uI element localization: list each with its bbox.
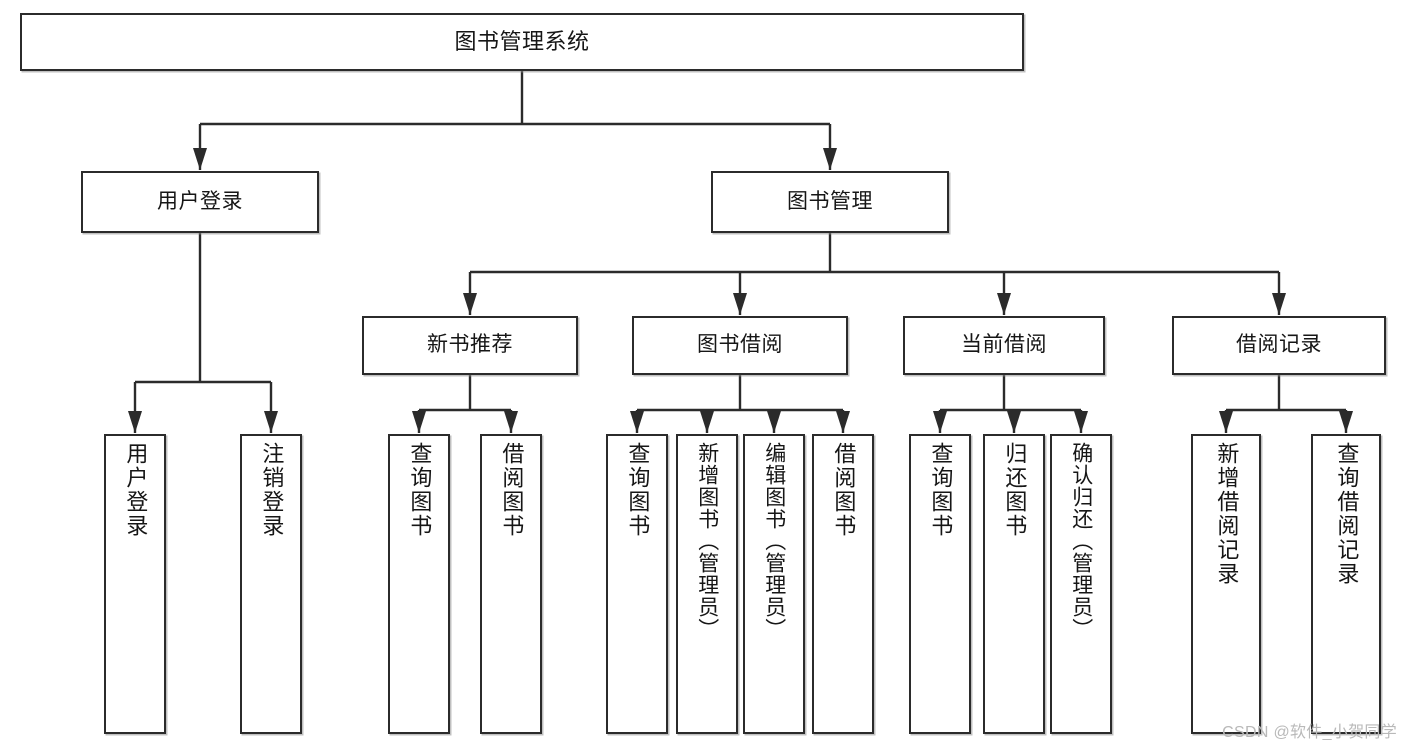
node-label: 用户登录 xyxy=(123,442,149,538)
node-label: 图书管理系统 xyxy=(454,29,590,55)
arrow-head xyxy=(733,293,747,315)
watermark: CSDN @软件_小贺同学 xyxy=(1222,724,1397,741)
node-label: 借阅图书 xyxy=(831,442,857,538)
node-label: 查询借阅记录 xyxy=(1334,442,1360,586)
node-leaf-user-login[interactable]: 用户登录 xyxy=(104,434,166,734)
node-label: 编辑图书（管理员） xyxy=(762,442,786,640)
node-label: 当前借阅 xyxy=(961,333,1047,357)
arrow-head xyxy=(1074,411,1088,433)
arrow-head xyxy=(463,293,477,315)
arrow-head xyxy=(412,411,426,433)
node-label: 图书管理 xyxy=(787,189,873,213)
arrow-head xyxy=(767,411,781,433)
node-leaf-add-book[interactable]: 新增图书（管理员） xyxy=(676,434,738,734)
arrow-head xyxy=(933,411,947,433)
node-root[interactable]: 图书管理系统 xyxy=(20,13,1024,71)
arrow-head xyxy=(128,411,142,433)
arrow-head xyxy=(630,411,644,433)
node-leaf-add-record[interactable]: 新增借阅记录 xyxy=(1191,434,1261,734)
arrow-head xyxy=(823,148,837,170)
node-book-manage[interactable]: 图书管理 xyxy=(711,171,949,233)
node-label: 归还图书 xyxy=(1002,442,1028,538)
node-book-borrow[interactable]: 图书借阅 xyxy=(632,316,848,375)
node-label: 新增图书（管理员） xyxy=(695,442,719,640)
arrow-head xyxy=(1339,411,1353,433)
node-leaf-query-book-borrow[interactable]: 查询图书 xyxy=(606,434,668,734)
node-label: 查询图书 xyxy=(407,442,433,538)
node-leaf-logout[interactable]: 注销登录 xyxy=(240,434,302,734)
arrow-head xyxy=(836,411,850,433)
node-borrow-record[interactable]: 借阅记录 xyxy=(1172,316,1386,375)
node-leaf-query-record[interactable]: 查询借阅记录 xyxy=(1311,434,1381,734)
node-leaf-query-book-rec[interactable]: 查询图书 xyxy=(388,434,450,734)
arrow-head xyxy=(264,411,278,433)
arrow-head xyxy=(997,293,1011,315)
arrow-head xyxy=(1272,293,1286,315)
node-new-book-rec[interactable]: 新书推荐 xyxy=(362,316,578,375)
node-label: 新增借阅记录 xyxy=(1214,442,1240,586)
arrow-head xyxy=(1219,411,1233,433)
node-label: 注销登录 xyxy=(259,442,285,538)
node-leaf-return-book[interactable]: 归还图书 xyxy=(983,434,1045,734)
node-label: 确认归还（管理员） xyxy=(1069,442,1093,640)
node-label: 查询图书 xyxy=(625,442,651,538)
node-leaf-edit-book[interactable]: 编辑图书（管理员） xyxy=(743,434,805,734)
node-label: 新书推荐 xyxy=(427,333,513,357)
node-label: 用户登录 xyxy=(157,189,243,213)
arrow-head xyxy=(504,411,518,433)
arrow-head xyxy=(193,148,207,170)
node-label: 借阅图书 xyxy=(499,442,525,538)
node-current-borrow[interactable]: 当前借阅 xyxy=(903,316,1105,375)
node-user-login[interactable]: 用户登录 xyxy=(81,171,319,233)
node-label: 图书借阅 xyxy=(697,333,783,357)
node-leaf-borrow-book-rec[interactable]: 借阅图书 xyxy=(480,434,542,734)
arrow-head xyxy=(1007,411,1021,433)
node-leaf-query-book-current[interactable]: 查询图书 xyxy=(909,434,971,734)
node-leaf-borrow-book[interactable]: 借阅图书 xyxy=(812,434,874,734)
node-leaf-confirm-return[interactable]: 确认归还（管理员） xyxy=(1050,434,1112,734)
node-label: 借阅记录 xyxy=(1236,333,1322,357)
node-label: 查询图书 xyxy=(928,442,954,538)
arrow-head xyxy=(700,411,714,433)
